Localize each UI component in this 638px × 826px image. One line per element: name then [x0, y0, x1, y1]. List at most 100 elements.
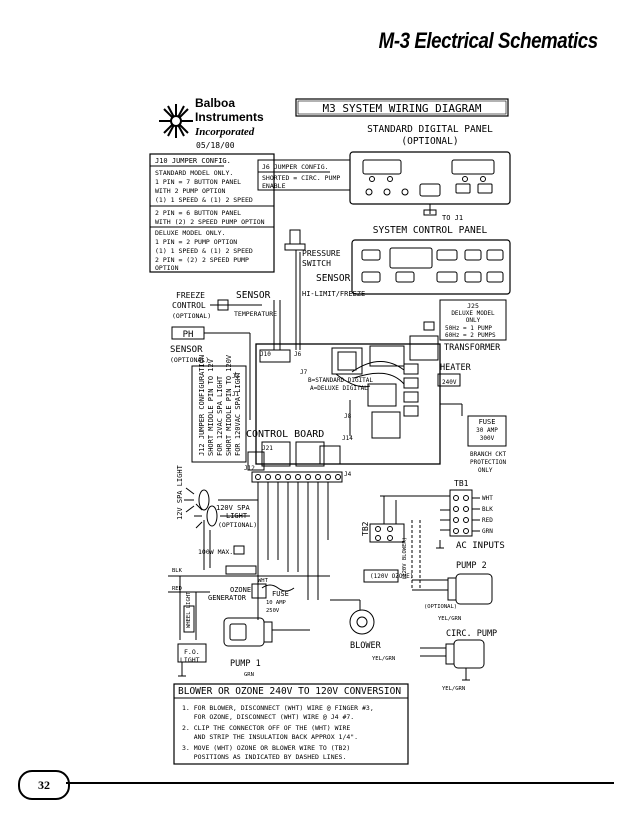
std-panel-label: STANDARD DIGITAL PANEL	[367, 124, 493, 135]
svg-text:FREEZE: FREEZE	[176, 291, 205, 300]
svg-text:J21: J21	[262, 445, 273, 452]
svg-text:GRN: GRN	[482, 528, 493, 535]
svg-text:PROTECTION: PROTECTION	[470, 459, 507, 466]
svg-text:WHT: WHT	[258, 578, 269, 584]
page-number: 32	[18, 770, 70, 800]
svg-text:60Hz = 2 PUMPS: 60Hz = 2 PUMPS	[445, 332, 496, 339]
svg-text:J6: J6	[294, 351, 302, 358]
svg-text:GENERATOR: GENERATOR	[208, 594, 247, 602]
svg-text:SENSOR: SENSOR	[316, 273, 351, 284]
svg-text:240V: 240V	[442, 379, 457, 386]
svg-text:SHORT MIDDLE PIN TO 12V: SHORT MIDDLE PIN TO 12V	[207, 358, 215, 456]
svg-text:2 PIN = (2) 2 SPEED PUMP: 2 PIN = (2) 2 SPEED PUMP	[155, 256, 249, 264]
svg-text:30 AMP: 30 AMP	[476, 427, 498, 434]
svg-text:J12: J12	[244, 465, 255, 472]
svg-text:1 PIN = 2 PUMP OPTION: 1 PIN = 2 PUMP OPTION	[155, 238, 237, 246]
svg-text:J1: J1	[232, 391, 240, 398]
svg-text:ENABLE: ENABLE	[262, 182, 286, 190]
svg-text:GRN: GRN	[244, 672, 254, 678]
svg-text:J10 JUMPER CONFIG.: J10 JUMPER CONFIG.	[155, 157, 231, 165]
std-panel-optional: (OPTIONAL)	[401, 136, 458, 147]
logo-line2: Instruments	[195, 110, 264, 124]
svg-text:(OPTIONAL): (OPTIONAL)	[218, 521, 257, 529]
svg-text:(1) 1 SPEED & (1) 2 SPEED: (1) 1 SPEED & (1) 2 SPEED	[155, 196, 253, 204]
svg-text:ONLY: ONLY	[466, 317, 481, 324]
svg-text:300V: 300V	[480, 435, 495, 442]
conversion-title: BLOWER OR OZONE 240V TO 120V CONVERSION	[178, 686, 401, 697]
svg-text:J25: J25	[467, 302, 479, 310]
page-title: M-3 Electrical Schematics	[378, 28, 599, 53]
svg-text:SHORT MIDDLE PIN TO 120V: SHORT MIDDLE PIN TO 120V	[225, 354, 233, 456]
svg-text:DELUXE MODEL ONLY.: DELUXE MODEL ONLY.	[155, 229, 225, 237]
svg-text:FUSE: FUSE	[479, 418, 496, 426]
svg-text:J3: J3	[232, 373, 240, 380]
svg-text:CONTROL: CONTROL	[172, 301, 206, 310]
svg-text:J12 JUMPER CONFIGURATION: J12 JUMPER CONFIGURATION	[198, 355, 206, 456]
svg-text:PUMP 1: PUMP 1	[230, 659, 261, 669]
svg-text:TB1: TB1	[454, 479, 469, 488]
svg-text:SHORTED = CIRC. PUMP: SHORTED = CIRC. PUMP	[262, 174, 340, 182]
svg-text:FOR 120VAC SPA LIGHT: FOR 120VAC SPA LIGHT	[234, 371, 242, 456]
logo-line3: Incorporated	[194, 126, 255, 138]
svg-text:TEMPERATURE: TEMPERATURE	[234, 310, 277, 318]
svg-text:50Hz = 1 PUMP: 50Hz = 1 PUMP	[445, 325, 492, 332]
svg-text:(OPTIONAL): (OPTIONAL)	[172, 312, 211, 320]
svg-text:250V: 250V	[266, 608, 280, 614]
svg-text:J14: J14	[342, 435, 353, 442]
svg-text:OPTION: OPTION	[155, 264, 179, 272]
svg-text:J4: J4	[344, 471, 352, 478]
svg-text:YEL/GRN: YEL/GRN	[372, 656, 395, 662]
svg-text:YEL/GRN: YEL/GRN	[442, 686, 465, 692]
svg-text:SENSOR: SENSOR	[236, 290, 271, 301]
svg-text:(OPTIONAL): (OPTIONAL)	[170, 356, 209, 364]
svg-text:TB2: TB2	[361, 521, 370, 536]
logo-line1: Balboa	[195, 96, 235, 110]
svg-text:120V SPA: 120V SPA	[216, 504, 251, 512]
svg-text:RED: RED	[172, 586, 182, 592]
svg-text:WHT: WHT	[482, 495, 493, 502]
svg-text:10 AMP: 10 AMP	[266, 600, 287, 606]
footer-rule	[66, 782, 614, 784]
svg-text:ONLY: ONLY	[478, 467, 493, 474]
svg-text:DELUXE MODEL: DELUXE MODEL	[451, 310, 495, 317]
sys-panel-label: SYSTEM CONTROL PANEL	[373, 225, 488, 236]
svg-text:SENSOR: SENSOR	[170, 345, 203, 355]
svg-text:BRANCH CKT: BRANCH CKT	[470, 451, 507, 458]
svg-text:BLK: BLK	[172, 568, 183, 574]
svg-text:WHEEL LIGHT: WHEEL LIGHT	[186, 591, 192, 628]
svg-text:BLK: BLK	[482, 506, 493, 513]
svg-text:WITH (2) 2 SPEED PUMP OPTION: WITH (2) 2 SPEED PUMP OPTION	[155, 218, 265, 226]
date-label: 05/18/00	[196, 141, 235, 150]
svg-text:AND STRIP THE INSULATION BACK: AND STRIP THE INSULATION BACK APPROX 1/4…	[182, 733, 358, 741]
svg-text:PRESSURE: PRESSURE	[302, 249, 341, 258]
svg-text:FUSE: FUSE	[272, 590, 289, 598]
svg-text:TRANSFORMER: TRANSFORMER	[444, 343, 501, 353]
control-board-label: CONTROL BOARD	[246, 429, 324, 440]
svg-text:STANDARD MODEL ONLY.: STANDARD MODEL ONLY.	[155, 169, 233, 177]
svg-text:A=DELUXE DIGITAL: A=DELUXE DIGITAL	[310, 385, 368, 392]
svg-text:12V SPA LIGHT: 12V SPA LIGHT	[176, 464, 184, 520]
svg-text:HEATER: HEATER	[440, 363, 472, 373]
svg-text:1 PIN = 7 BUTTON PANEL: 1 PIN = 7 BUTTON PANEL	[155, 178, 241, 186]
svg-text:OZONE: OZONE	[230, 586, 251, 594]
svg-text:2. CLIP THE CONNECTOR OFF OF T: 2. CLIP THE CONNECTOR OFF OF THE (WHT) W…	[182, 724, 350, 732]
balboa-logo-icon	[159, 104, 193, 138]
svg-text:100W MAX.: 100W MAX.	[198, 548, 233, 556]
svg-text:CIRC. PUMP: CIRC. PUMP	[446, 629, 497, 639]
svg-text:J8: J8	[344, 413, 352, 420]
svg-text:FOR OZONE, DISCONNECT (WHT) WI: FOR OZONE, DISCONNECT (WHT) WIRE @ J4 #7…	[182, 713, 354, 721]
svg-text:F.O.: F.O.	[184, 648, 200, 656]
svg-text:FOR 12VAC SPA LIGHT: FOR 12VAC SPA LIGHT	[216, 375, 224, 456]
svg-text:SWITCH: SWITCH	[302, 259, 331, 268]
to-j1-label: TO J1	[442, 214, 463, 222]
svg-text:3. MOVE (WHT) OZONE OR BLOWER: 3. MOVE (WHT) OZONE OR BLOWER WIRE TO (T…	[182, 744, 350, 752]
svg-text:J7: J7	[300, 369, 308, 376]
svg-text:B=STANDARD DIGITAL: B=STANDARD DIGITAL	[308, 377, 373, 384]
svg-text:(OPTIONAL): (OPTIONAL)	[424, 604, 457, 610]
diagram-title: M3 SYSTEM WIRING DIAGRAM	[323, 102, 482, 115]
svg-text:PH: PH	[183, 330, 194, 340]
svg-text:WITH 2 PUMP OPTION: WITH 2 PUMP OPTION	[155, 187, 226, 195]
svg-text:RED: RED	[482, 517, 493, 524]
svg-text:1. FOR BLOWER, DISCONNECT (WHT: 1. FOR BLOWER, DISCONNECT (WHT) WIRE @ F…	[182, 704, 374, 712]
svg-text:J6 JUMPER CONFIG.: J6 JUMPER CONFIG.	[262, 163, 329, 171]
